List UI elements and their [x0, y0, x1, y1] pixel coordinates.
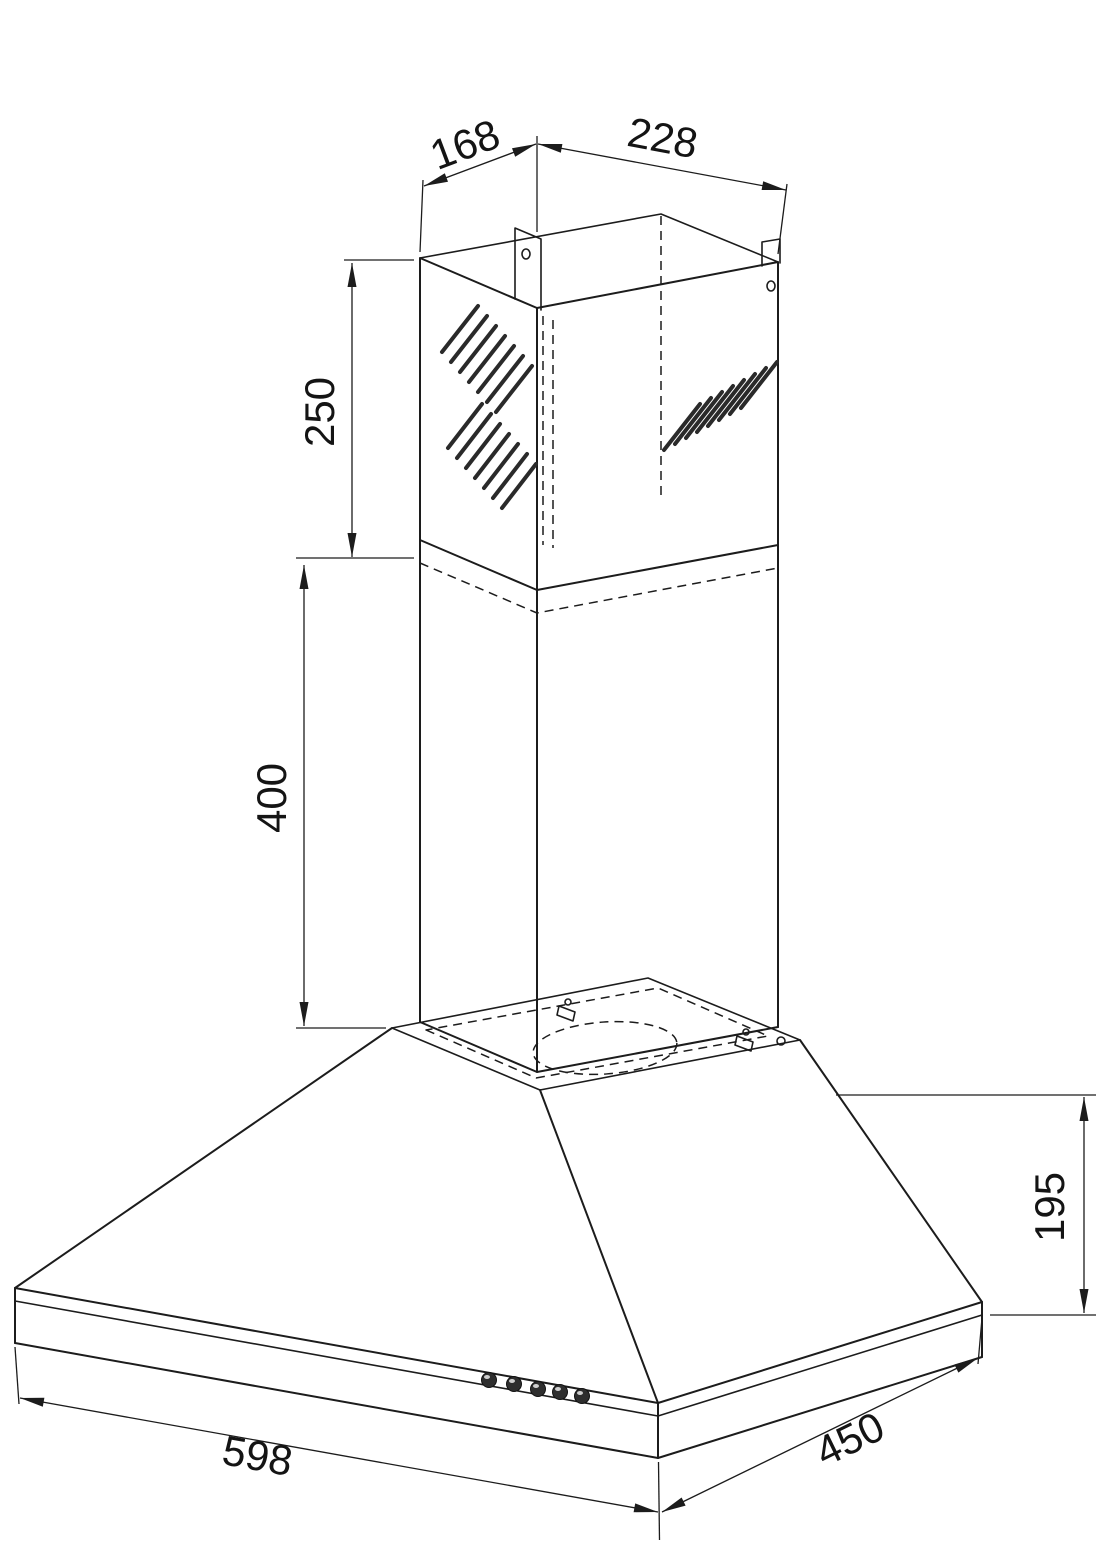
dimension-upper-chimney-height: 250 [296, 259, 414, 559]
control-knob [481, 1372, 497, 1388]
mounting-clip-right [734, 1028, 754, 1052]
mounting-tab-right [761, 238, 781, 292]
control-knob [552, 1384, 568, 1400]
dimension-lower-chimney-height: 400 [248, 565, 386, 1029]
vent-slats-right [662, 360, 779, 452]
vent-slats-left-lower [446, 402, 538, 510]
dim-label-450: 450 [808, 1402, 892, 1475]
dimension-hood-depth: 450 [661, 1317, 983, 1513]
control-knob [506, 1376, 522, 1392]
mounting-clip-left [556, 998, 576, 1022]
dim-label-250: 250 [296, 377, 343, 447]
dimension-hood-width: 598 [14, 1346, 661, 1541]
canopy-pyramid [14, 1027, 983, 1404]
upper-chimney [419, 213, 781, 591]
dim-label-400: 400 [248, 763, 295, 833]
lower-chimney [419, 539, 779, 1073]
base-rim [14, 1287, 983, 1459]
dimension-top-width: 228 [537, 108, 788, 255]
control-knobs [481, 1372, 590, 1404]
control-knob [530, 1381, 546, 1397]
dim-label-195: 195 [1026, 1172, 1073, 1242]
control-knob [574, 1388, 590, 1404]
plate-screw-hole [776, 1036, 786, 1046]
duct-outlet-circle [532, 1020, 678, 1076]
chimney-joint [419, 562, 779, 614]
dimension-canopy-height: 195 [836, 1094, 1096, 1316]
dim-label-228: 228 [624, 108, 702, 167]
vent-slats-left-upper [440, 304, 534, 414]
dim-label-598: 598 [219, 1426, 296, 1485]
dim-label-168: 168 [424, 110, 506, 179]
mounting-tab-left [514, 227, 542, 311]
